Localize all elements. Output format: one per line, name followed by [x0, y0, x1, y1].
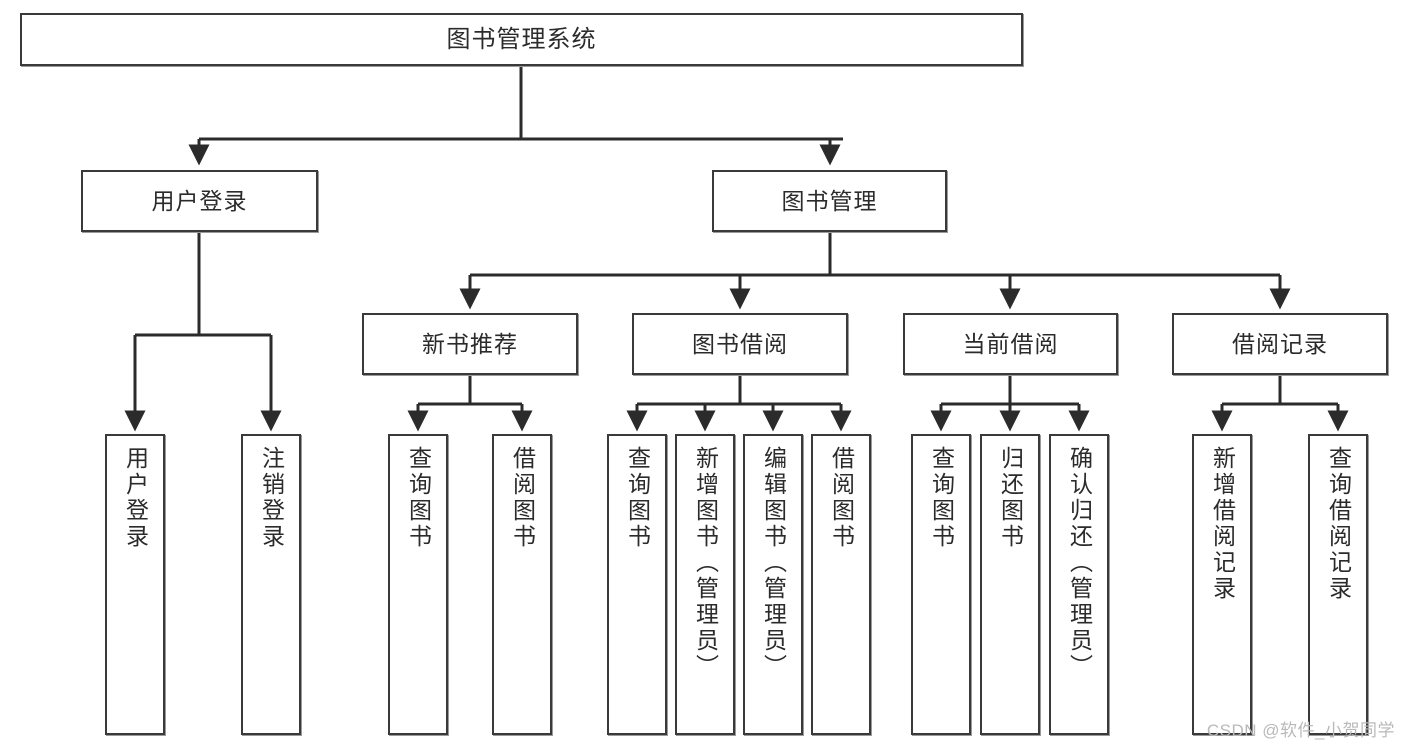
- node-label: 编辑图书（管理员）: [760, 446, 787, 680]
- node-label: 图书管理系统: [446, 25, 597, 53]
- node-book-borrow[interactable]: 图书借阅: [632, 313, 848, 375]
- node-leaf-query-book-1[interactable]: 查询图书: [388, 434, 448, 735]
- node-label: 确认归还（管理员）: [1066, 446, 1093, 680]
- node-borrow-record[interactable]: 借阅记录: [1172, 313, 1388, 375]
- node-root-system[interactable]: 图书管理系统: [20, 13, 1023, 66]
- node-user-login[interactable]: 用户登录: [81, 170, 318, 232]
- node-leaf-add-book[interactable]: 新增图书（管理员）: [675, 434, 735, 735]
- node-new-book-recommend[interactable]: 新书推荐: [362, 313, 578, 375]
- node-leaf-borrow-book-1[interactable]: 借阅图书: [492, 434, 552, 735]
- node-label: 借阅记录: [1232, 330, 1328, 357]
- node-current-borrow[interactable]: 当前借阅: [903, 313, 1118, 375]
- node-label: 新书推荐: [422, 330, 518, 357]
- node-label: 借阅图书: [509, 446, 536, 550]
- node-leaf-query-book-2[interactable]: 查询图书: [607, 434, 667, 735]
- node-label: 新增图书（管理员）: [692, 446, 719, 680]
- node-leaf-query-book-3[interactable]: 查询图书: [911, 434, 971, 735]
- node-leaf-borrow-book-2[interactable]: 借阅图书: [811, 434, 871, 735]
- node-leaf-add-record[interactable]: 新增借阅记录: [1192, 434, 1252, 735]
- node-label: 借阅图书: [828, 446, 855, 550]
- node-label: 图书借阅: [692, 330, 788, 357]
- node-leaf-user-logout[interactable]: 注销登录: [241, 434, 301, 735]
- node-label: 查询图书: [405, 446, 432, 550]
- node-label: 当前借阅: [962, 330, 1059, 357]
- node-book-management[interactable]: 图书管理: [712, 170, 947, 232]
- node-label: 用户登录: [122, 446, 149, 550]
- node-leaf-query-record[interactable]: 查询借阅记录: [1308, 434, 1368, 735]
- node-label: 图书管理: [781, 187, 878, 214]
- node-leaf-return-book[interactable]: 归还图书: [980, 434, 1040, 735]
- node-label: 查询图书: [928, 446, 955, 550]
- node-leaf-user-login[interactable]: 用户登录: [105, 434, 165, 735]
- node-label: 查询借阅记录: [1325, 446, 1352, 602]
- node-label: 注销登录: [258, 446, 285, 550]
- node-label: 用户登录: [151, 187, 248, 214]
- node-leaf-confirm-return[interactable]: 确认归还（管理员）: [1049, 434, 1109, 735]
- node-label: 查询图书: [624, 446, 651, 550]
- node-leaf-edit-book[interactable]: 编辑图书（管理员）: [743, 434, 803, 735]
- node-label: 归还图书: [997, 446, 1024, 550]
- node-label: 新增借阅记录: [1209, 446, 1236, 602]
